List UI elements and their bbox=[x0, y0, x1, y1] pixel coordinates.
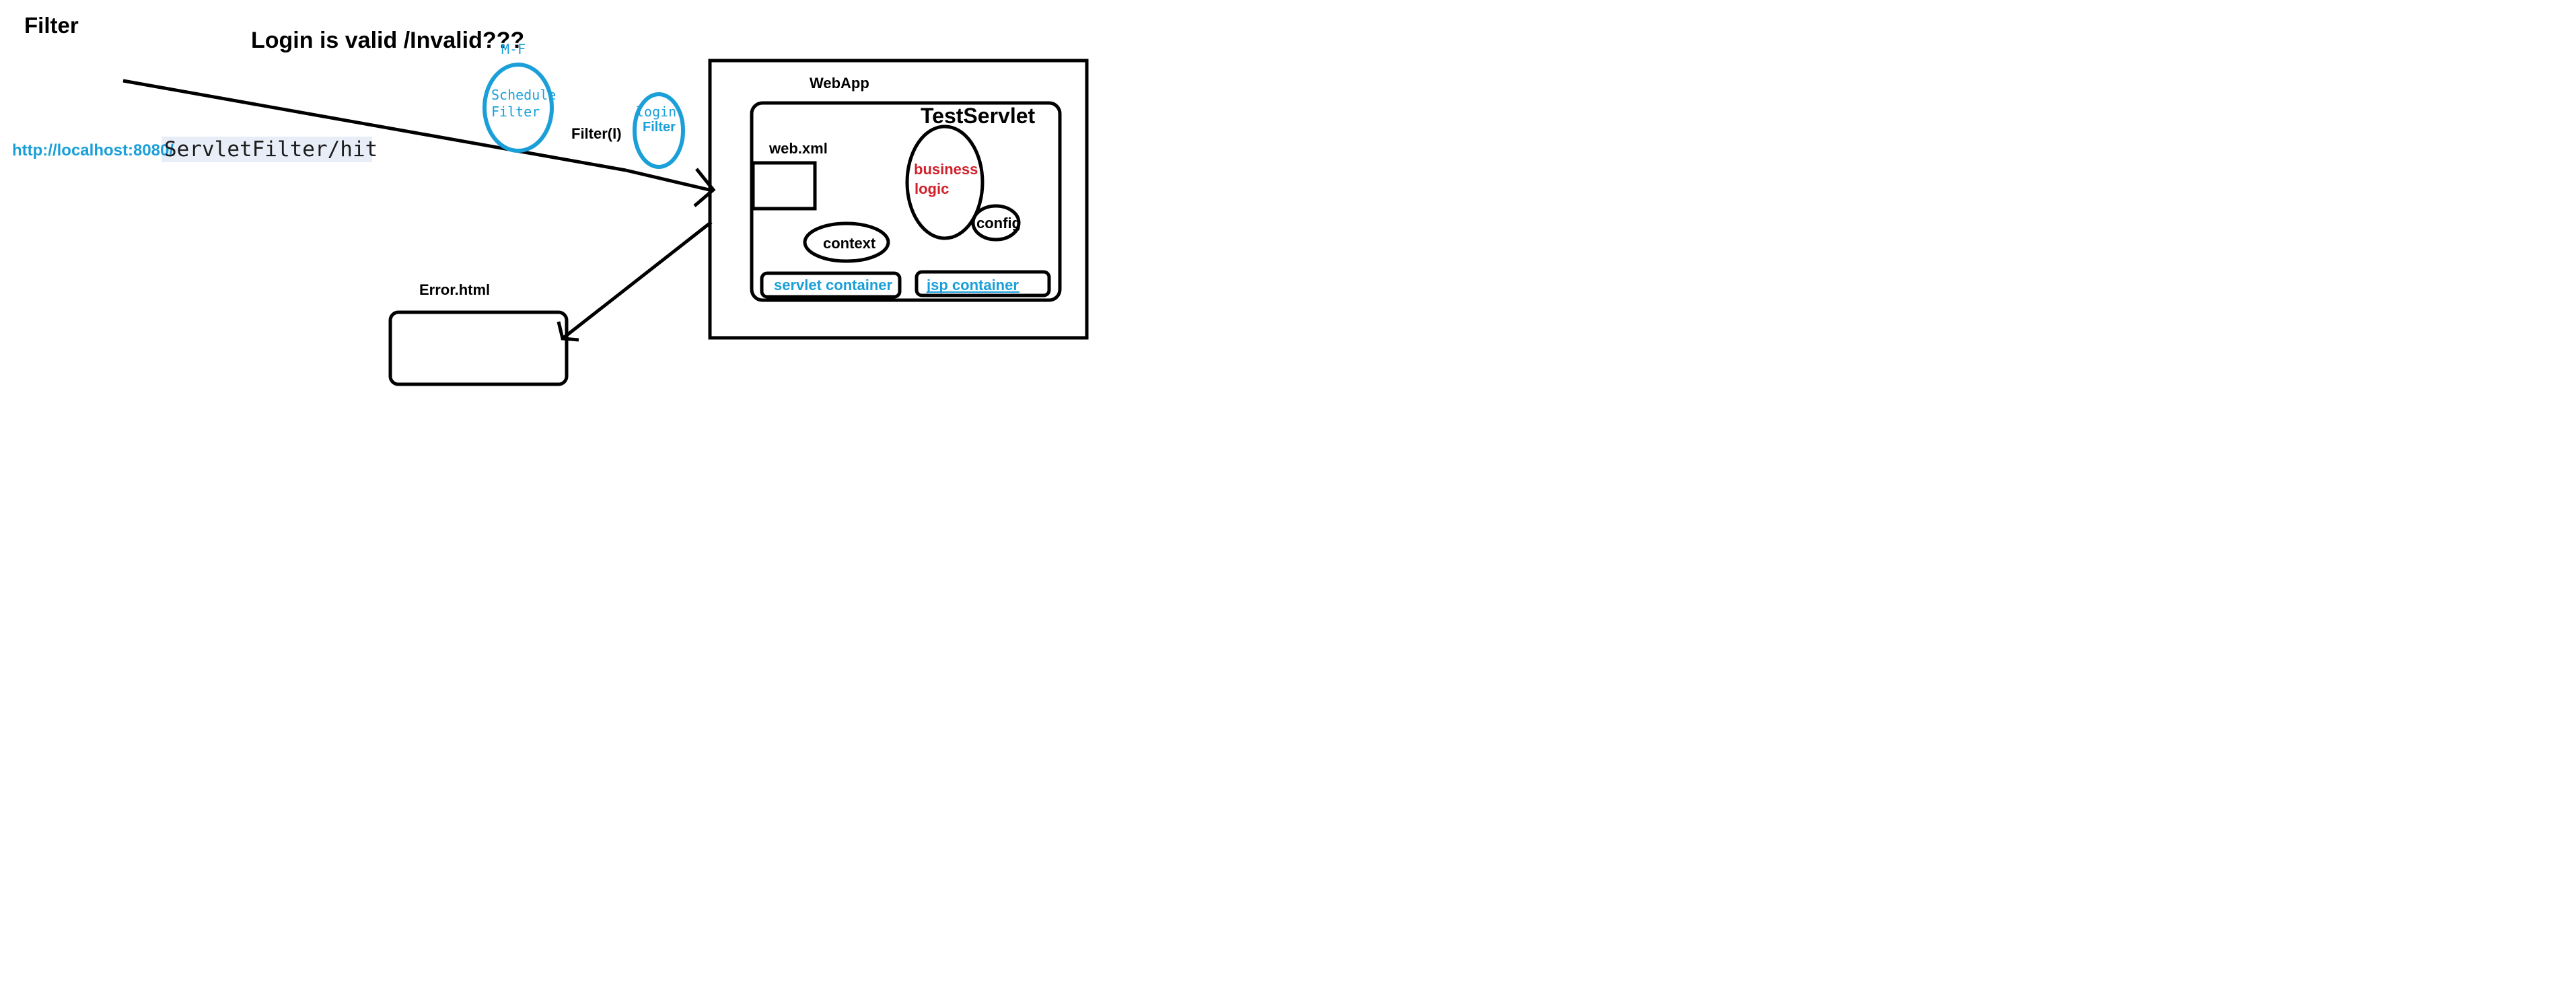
schedule-filter-line1: Schedule bbox=[491, 87, 556, 103]
error-arrow-line bbox=[561, 221, 713, 340]
webapp-label: WebApp bbox=[810, 75, 869, 92]
url-prefix-label: http://localhost:8080/ bbox=[12, 141, 174, 160]
error-html-box bbox=[388, 310, 569, 386]
business-logic-line1: business bbox=[914, 161, 978, 178]
mf-label: M-F bbox=[501, 41, 526, 57]
schedule-filter-ellipse bbox=[482, 63, 554, 153]
filter-interface-label: Filter(I) bbox=[571, 125, 622, 142]
context-ellipse bbox=[803, 221, 890, 263]
webapp-box bbox=[708, 59, 1089, 340]
error-html-label: Error.html bbox=[419, 281, 490, 298]
jsp-container-box bbox=[915, 270, 1051, 297]
business-logic-line2: logic bbox=[915, 180, 949, 197]
jsp-container-label: jsp container bbox=[926, 277, 1019, 293]
config-label: config bbox=[976, 215, 1021, 232]
login-filter-ellipse bbox=[633, 92, 685, 169]
request-arrow-line bbox=[122, 79, 627, 172]
login-filter-line1: login bbox=[636, 104, 676, 120]
webxml-box bbox=[751, 161, 817, 211]
business-logic-ellipse bbox=[905, 125, 985, 240]
request-arrow-line-2 bbox=[625, 168, 713, 192]
login-filter-line2: Filter bbox=[643, 120, 676, 135]
context-label: context bbox=[823, 235, 876, 252]
url-highlight bbox=[162, 137, 372, 162]
servlet-container-box bbox=[760, 271, 902, 299]
testservlet-label: TestServlet bbox=[921, 104, 1036, 128]
webxml-label: web.xml bbox=[768, 140, 828, 157]
servlet-container-label: servlet container bbox=[774, 277, 893, 293]
config-ellipse bbox=[971, 204, 1021, 242]
login-question-label: Login is valid /Invalid??? bbox=[251, 28, 524, 53]
error-arrowhead bbox=[557, 321, 579, 342]
request-arrowhead bbox=[693, 168, 716, 207]
url-path-label: ServletFilter/hit bbox=[164, 137, 378, 162]
schedule-filter-line2: Filter bbox=[491, 104, 540, 120]
diagram-title: Filter bbox=[24, 13, 79, 38]
